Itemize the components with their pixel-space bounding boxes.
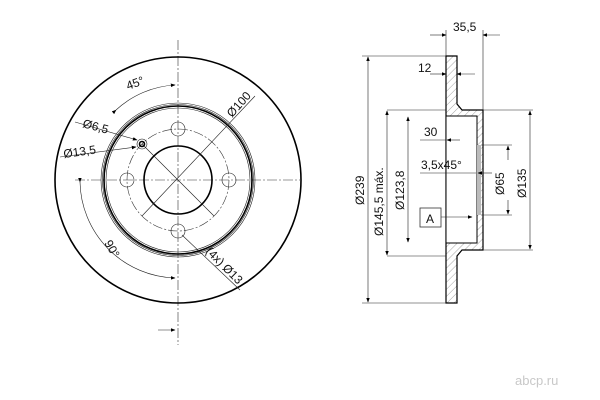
side-view: 35,5 12 30 3,5x45° A Ø239 Ø145,5 máx. Ø1… [353,20,533,304]
chamfer-dim: 3,5x45° [421,158,462,172]
datum-label: A [426,212,434,226]
bolt-circle [126,128,230,232]
bolt-circle-dim: Ø100 [224,89,254,120]
datum-box [419,207,442,228]
bolt-hole [221,172,237,188]
hat-dia-dim: Ø145,5 máx. [372,167,386,236]
inner-dia-dim: Ø123,8 [393,170,407,210]
locating-hole [136,138,148,150]
overall-width-dim: 35,5 [453,20,477,34]
counterbore-dim: Ø13,5 [62,143,97,161]
disc-thickness-dim: 12 [418,61,432,75]
hat-outer-dim: Ø135 [515,168,529,198]
watermark: abcp.ru [515,373,558,388]
outer-disc-edge [54,56,302,304]
angle-90-label: 90° [101,238,122,261]
front-view: 45° 90° Ø6,5 Ø13,5 Ø100 (4x)Ø13 [54,40,302,345]
bolt-hole-dim: (4x)Ø13 [203,244,246,287]
center-bore-dim: Ø65 [493,172,507,195]
outer-dia-dim: Ø239 [353,175,367,205]
bolt-hole [170,121,186,137]
hat-depth-dim: 30 [424,125,438,139]
hat-cavity [445,115,478,244]
angle-45-label: 45° [124,73,146,92]
small-hole-dim: Ø6,5 [81,116,110,136]
